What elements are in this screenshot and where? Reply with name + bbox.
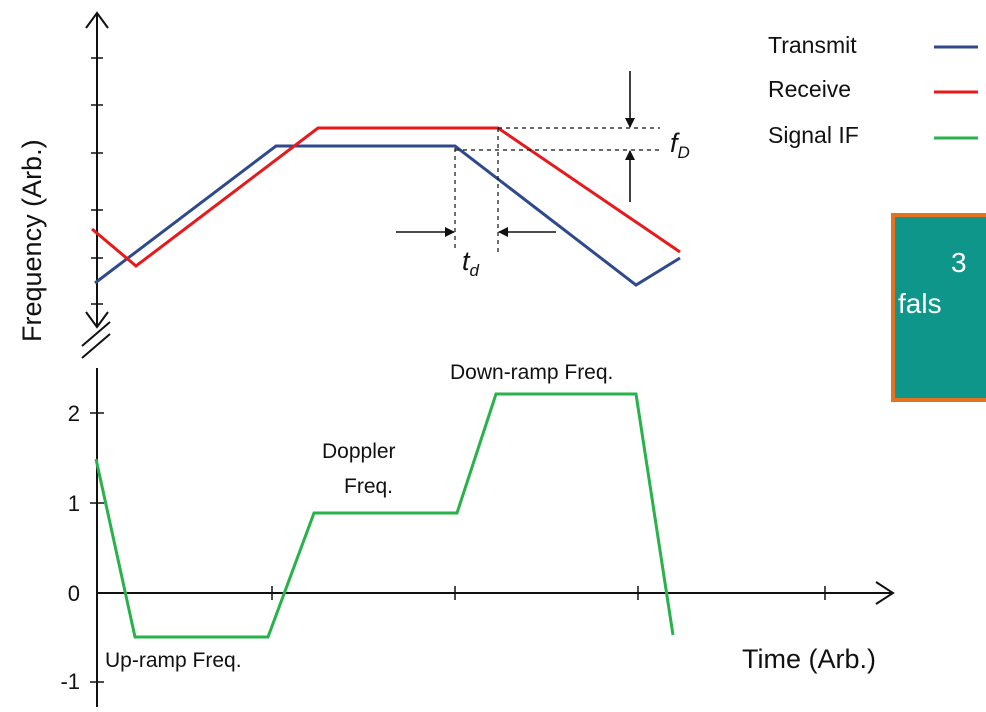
frequency-axis (85, 11, 109, 329)
time-delay-symbol: td (462, 246, 480, 280)
legend: Transmit Receive Signal IF (768, 32, 978, 148)
overlay-text-box: 3 fals (891, 213, 986, 402)
doppler-frequency-symbol: fD (670, 128, 690, 162)
legend-label-receive: Receive (768, 76, 851, 102)
tick-label-1: 1 (68, 491, 80, 516)
time-axis (97, 581, 895, 605)
tick-label-0: 0 (68, 581, 80, 606)
transmit-chirp (94, 144, 681, 287)
tick-label-2: 2 (68, 401, 80, 426)
doppler-shift-marker (455, 71, 660, 202)
y-axis-label: Frequency (Arb.) (17, 139, 47, 342)
doppler-annotation-line2: Freq. (344, 475, 393, 498)
up-ramp-annotation: Up-ramp Freq. (105, 649, 242, 672)
axis-break-mark (81, 321, 111, 359)
signal-if-trace (94, 392, 675, 639)
if-axis (90, 368, 104, 707)
overlay-line-2: fals (898, 288, 942, 319)
receive-chirp (91, 126, 681, 268)
legend-label-signal-if: Signal IF (768, 122, 859, 148)
overlay-line-1: 3 (951, 247, 967, 278)
x-axis-label: Time (Arb.) (742, 644, 876, 674)
time-delay-marker (396, 128, 556, 252)
legend-label-transmit: Transmit (768, 32, 857, 58)
tick-label-minus-1: -1 (60, 669, 80, 694)
doppler-annotation-line1: Doppler (322, 440, 396, 463)
down-ramp-annotation: Down-ramp Freq. (450, 361, 613, 384)
